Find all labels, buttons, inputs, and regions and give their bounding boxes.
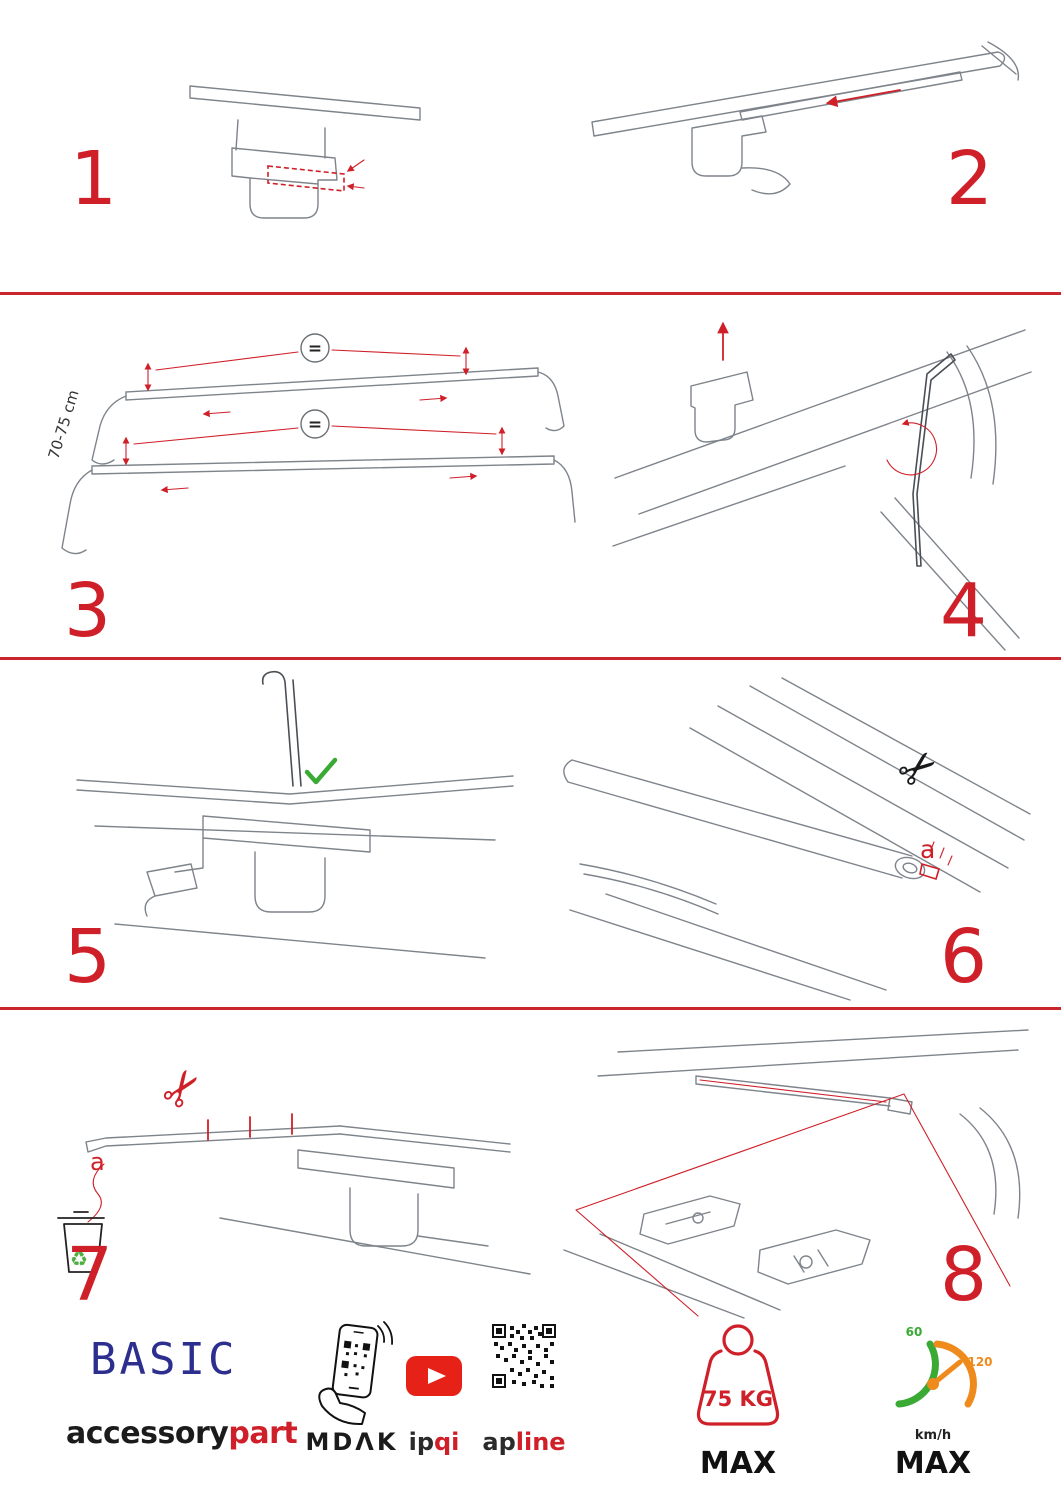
- alignment-guides: [575, 1093, 1011, 1317]
- step-number-7: 7: [66, 1232, 114, 1318]
- rotate-arrow: [886, 418, 937, 476]
- equal-sign-front: =: [308, 339, 322, 359]
- gauge-min-label: 60: [906, 1325, 923, 1339]
- speed-limit-icon: 60 120: [895, 1325, 993, 1408]
- recycle-icon: ♻: [70, 1247, 88, 1271]
- strip-end-highlight: [919, 841, 953, 881]
- front-crossbar-drawing: [91, 367, 565, 465]
- max-load-value: 75 KG: [703, 1387, 773, 1411]
- site-name-accent: line: [515, 1428, 566, 1456]
- cut-strip-drawing: [85, 1113, 341, 1153]
- bar-distance-label: 70-75 cm: [45, 388, 83, 461]
- step7-illustration: ✂ a ♻: [57, 1056, 531, 1275]
- scan-phone-icon: [318, 1321, 393, 1426]
- step5-illustration: [76, 670, 514, 959]
- channel-name-accent: qi: [434, 1428, 460, 1456]
- insert-direction-arrow: [825, 89, 901, 108]
- part-a-label: a: [920, 835, 935, 864]
- app-name-label: MDΛK: [305, 1428, 399, 1456]
- step-number-5: 5: [64, 914, 112, 1000]
- section-divider-2: [0, 657, 1061, 660]
- step4-illustration: [612, 321, 1032, 651]
- clamp-assembly-drawing: [144, 815, 371, 917]
- step-number-4: 4: [940, 568, 988, 654]
- slide-direction-arrows: [160, 394, 478, 494]
- qr-modules: [492, 1324, 556, 1388]
- step2-illustration: [591, 41, 1020, 195]
- site-name-label: apline: [478, 1428, 570, 1456]
- step-number-1: 1: [70, 136, 118, 222]
- step-number-3: 3: [64, 568, 112, 654]
- allen-key-drawing: [912, 353, 956, 567]
- brand-name: accessorypart: [66, 1416, 298, 1451]
- section-divider-1: [0, 292, 1061, 295]
- step-number-8: 8: [940, 1232, 988, 1318]
- door-frame-drawing: [76, 775, 514, 959]
- scissors-icon: ✂: [148, 1056, 217, 1121]
- foot-clamp-drawing: [691, 115, 791, 195]
- youtube-icon: [406, 1356, 462, 1396]
- site-name-primary: ap: [482, 1428, 516, 1456]
- brand-name-primary: accessory: [66, 1416, 229, 1451]
- phone-body: [331, 1323, 379, 1399]
- roof-lines-drawing: [569, 677, 1031, 1001]
- channel-name-label: ipqi: [398, 1428, 470, 1456]
- roof-lines-drawing: [563, 1029, 1029, 1319]
- roof-lines-drawing: [612, 329, 1032, 651]
- step-number-6: 6: [940, 914, 988, 1000]
- brand-name-accent: part: [228, 1416, 298, 1451]
- clamp-drawing: [690, 371, 754, 443]
- rubber-strip-drawing: [739, 71, 963, 121]
- step3-illustration: = = 70-75 cm: [45, 333, 576, 555]
- adapter-plate-highlight: [267, 159, 365, 192]
- equal-sign-rear: =: [308, 415, 322, 435]
- speed-unit-label: km/h: [914, 1428, 952, 1443]
- weight-outline: [696, 1324, 780, 1426]
- channel-name-primary: ip: [408, 1428, 434, 1456]
- roof-rail-drawing: [189, 85, 421, 159]
- gauge-orange-arc: [933, 1340, 977, 1408]
- max-load-label: MAX: [699, 1446, 777, 1481]
- basic-logo: BASIC: [90, 1334, 238, 1385]
- gauge-max-label: 120: [967, 1355, 992, 1369]
- clamp-bracket-drawing: [231, 147, 338, 219]
- max-load-icon: 75 KG: [696, 1324, 780, 1426]
- crossbar-drawing: [695, 1075, 913, 1115]
- hand-shape: [318, 1387, 366, 1426]
- step1-illustration: [189, 85, 421, 219]
- mounting-feet-drawing: [639, 1195, 871, 1285]
- check-icon: [304, 757, 338, 785]
- step-number-2: 2: [946, 136, 994, 222]
- trash-bin-icon: ♻: [57, 1211, 105, 1273]
- support-rod-drawing: [261, 670, 302, 787]
- crossbar-drawing: [563, 759, 926, 880]
- gauge-hub: [927, 1378, 939, 1390]
- scissors-icon: ✂: [886, 735, 950, 801]
- scan-waves: [377, 1321, 393, 1345]
- gauge-green-arc: [895, 1340, 939, 1408]
- rear-crossbar-drawing: [61, 455, 576, 555]
- crossbar-drawing: [591, 41, 1020, 137]
- step8-illustration: [563, 1029, 1029, 1319]
- equal-spacing-annotation: = =: [122, 333, 506, 466]
- part-a-label: a: [90, 1148, 105, 1176]
- discard-path-line: [87, 1163, 105, 1223]
- section-divider-3: [0, 1007, 1061, 1010]
- speed-max-label: MAX: [894, 1446, 972, 1481]
- qr-code-icon: [492, 1324, 556, 1388]
- clamp-assembly-drawing: [219, 1125, 531, 1275]
- step6-illustration: ✂ a: [563, 677, 1031, 1001]
